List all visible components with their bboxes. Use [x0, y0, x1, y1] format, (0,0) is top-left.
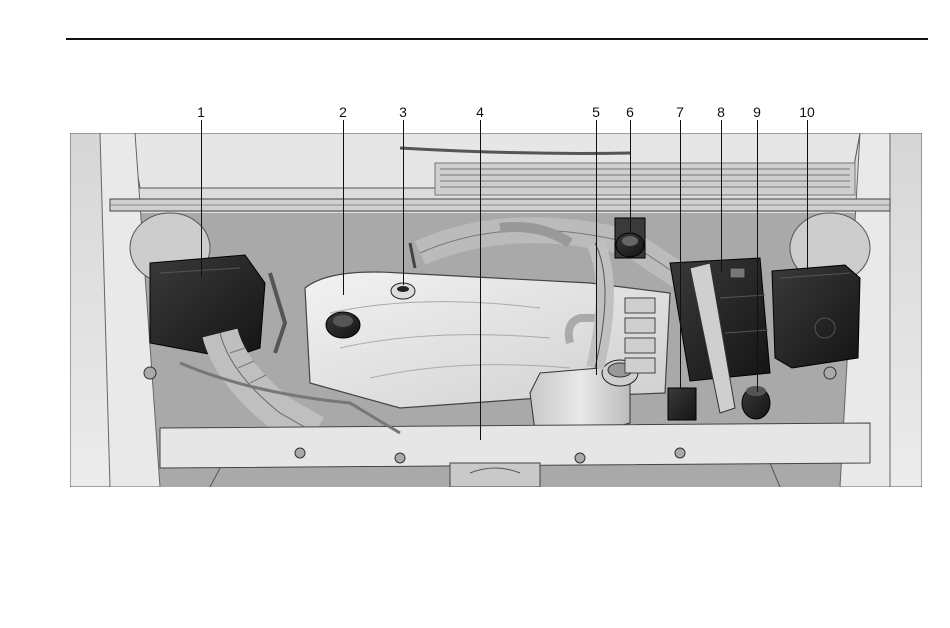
leader-line-5 — [596, 120, 597, 375]
leader-line-2 — [343, 120, 344, 295]
callout-3: 3 — [399, 104, 407, 120]
callout-8: 8 — [717, 104, 725, 120]
callout-5: 5 — [592, 104, 600, 120]
leader-line-6 — [630, 120, 631, 232]
callout-2: 2 — [339, 104, 347, 120]
callout-10: 10 — [799, 104, 815, 120]
fuse-relay-block — [668, 388, 696, 420]
cowl-grille — [435, 163, 855, 195]
leader-line-4 — [480, 120, 481, 440]
engine-compartment-illustration — [70, 133, 922, 487]
callout-9: 9 — [753, 104, 761, 120]
washer-fluid-cap — [742, 386, 770, 419]
leader-line-8 — [721, 120, 722, 272]
callout-1: 1 — [197, 104, 205, 120]
callout-4: 4 — [476, 104, 484, 120]
leader-line-3 — [403, 120, 404, 285]
leader-line-9 — [757, 120, 758, 392]
callout-7: 7 — [676, 104, 684, 120]
underhood-fuse-block — [772, 265, 860, 368]
callout-6: 6 — [626, 104, 634, 120]
leader-line-7 — [680, 120, 681, 388]
header-rule — [66, 38, 928, 40]
leader-line-1 — [201, 120, 202, 277]
leader-line-10 — [807, 120, 808, 270]
oil-fill-cap — [326, 312, 360, 338]
